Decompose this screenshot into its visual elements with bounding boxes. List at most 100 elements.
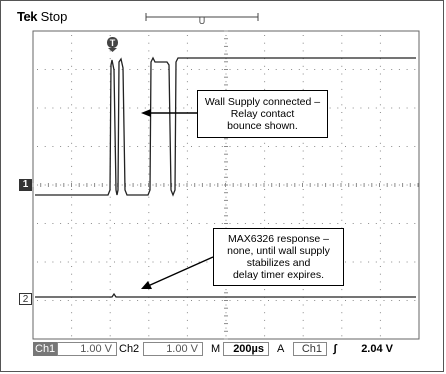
timebase[interactable]: 200µs (223, 342, 269, 356)
grid-dot (109, 235, 111, 237)
grid-dot (379, 212, 381, 214)
grid-dot (148, 242, 150, 244)
grid-dot (360, 184, 362, 186)
grid-dot (148, 96, 150, 98)
grid-dot (379, 50, 381, 52)
grid-dot (83, 261, 85, 263)
grid-dot (375, 184, 377, 186)
ch2-ground-marker[interactable]: 2 (19, 293, 32, 305)
grid-dot (67, 107, 69, 109)
grid-dot (52, 184, 54, 186)
grid-dot (341, 204, 343, 206)
brand-label: Tek (17, 9, 37, 24)
grid-dot (175, 146, 177, 147)
grid-dot (368, 223, 370, 224)
grid-dot (406, 223, 408, 224)
grid-dot (71, 327, 73, 329)
grid-dot (71, 42, 73, 44)
grid-dot (60, 300, 62, 301)
grid-dot (148, 173, 150, 175)
ch1-scale[interactable]: 1.00 V (57, 342, 117, 356)
grid-dot (264, 312, 266, 314)
grid-dot (71, 304, 73, 306)
grid-dot (345, 184, 346, 186)
grid-dot (109, 219, 111, 221)
annotation-line: Relay contact (230, 108, 295, 120)
grid-dot (379, 104, 381, 106)
trigger-source[interactable]: Ch1 (293, 342, 327, 356)
grid-dot (83, 300, 85, 301)
grid-dot (306, 146, 308, 147)
grid-dot (148, 181, 150, 183)
ch2-label[interactable]: Ch2 (119, 343, 140, 355)
grid-dot (109, 81, 111, 83)
grid-dot (341, 304, 343, 306)
grid-dot (71, 273, 73, 275)
grid-dot (109, 327, 111, 329)
grid-dot (186, 204, 188, 206)
grid-dot (225, 88, 227, 90)
grid-dot (379, 289, 381, 291)
ch2-scale[interactable]: 1.00 V (143, 342, 203, 356)
grid-dot (75, 184, 77, 186)
ch1-label[interactable]: Ch1 (33, 342, 57, 356)
grid-dot (379, 273, 381, 275)
grid-dot (148, 281, 150, 283)
grid-dot (186, 235, 188, 237)
grid-dot (44, 146, 46, 147)
grid-dot (352, 146, 354, 147)
grid-dot (225, 289, 227, 291)
trigger-level[interactable]: 2.04 V (361, 343, 393, 355)
grid-dot (398, 184, 400, 186)
grid-dot (406, 146, 408, 147)
grid-dot (375, 146, 377, 147)
grid-dot (148, 266, 150, 267)
grid-dot (71, 65, 73, 67)
grid-dot (329, 184, 331, 186)
grid-dot (186, 327, 188, 329)
grid-dot (360, 146, 362, 147)
grid-dot (186, 189, 188, 190)
grid-dot (391, 261, 393, 263)
grid-dot (152, 107, 154, 109)
grid-dot (329, 146, 331, 147)
grid-dot (379, 196, 381, 198)
grid-dot (379, 88, 381, 90)
trigger-slope-icon: ∫ (333, 343, 337, 355)
grid-dot (148, 258, 150, 260)
grid-dot (109, 204, 111, 206)
grid-dot (183, 184, 185, 186)
grid-dot (67, 184, 69, 186)
grid-dot (244, 69, 246, 70)
grid-dot (114, 146, 115, 147)
grid-dot (368, 300, 370, 301)
grid-dot (264, 35, 266, 36)
grid-dot (186, 219, 188, 221)
grid-dot (341, 65, 343, 67)
grid-dot (90, 300, 92, 301)
grid-dot (71, 312, 73, 314)
grid-dot (379, 65, 381, 67)
grid-dot (225, 189, 227, 190)
grid-dot (302, 173, 304, 175)
horizontal-mode: M (211, 343, 221, 355)
grid-dot (129, 146, 131, 147)
grid-dot (109, 258, 111, 260)
grid-dot (191, 184, 192, 186)
grid-dot (137, 107, 139, 109)
grid-dot (302, 196, 304, 198)
grid-dot (148, 327, 150, 329)
grid-dot (44, 223, 46, 224)
grid-dot (90, 184, 92, 186)
grid-dot (152, 300, 154, 301)
grid-dot (341, 196, 343, 198)
grid-dot (71, 266, 73, 267)
grid-dot (341, 165, 343, 167)
grid-dot (75, 223, 77, 224)
grid-dot (186, 304, 188, 306)
grid-dot (264, 142, 266, 144)
ch1-ground-marker[interactable]: 1 (19, 179, 32, 191)
grid-dot (71, 150, 73, 152)
grid-dot (264, 212, 266, 214)
